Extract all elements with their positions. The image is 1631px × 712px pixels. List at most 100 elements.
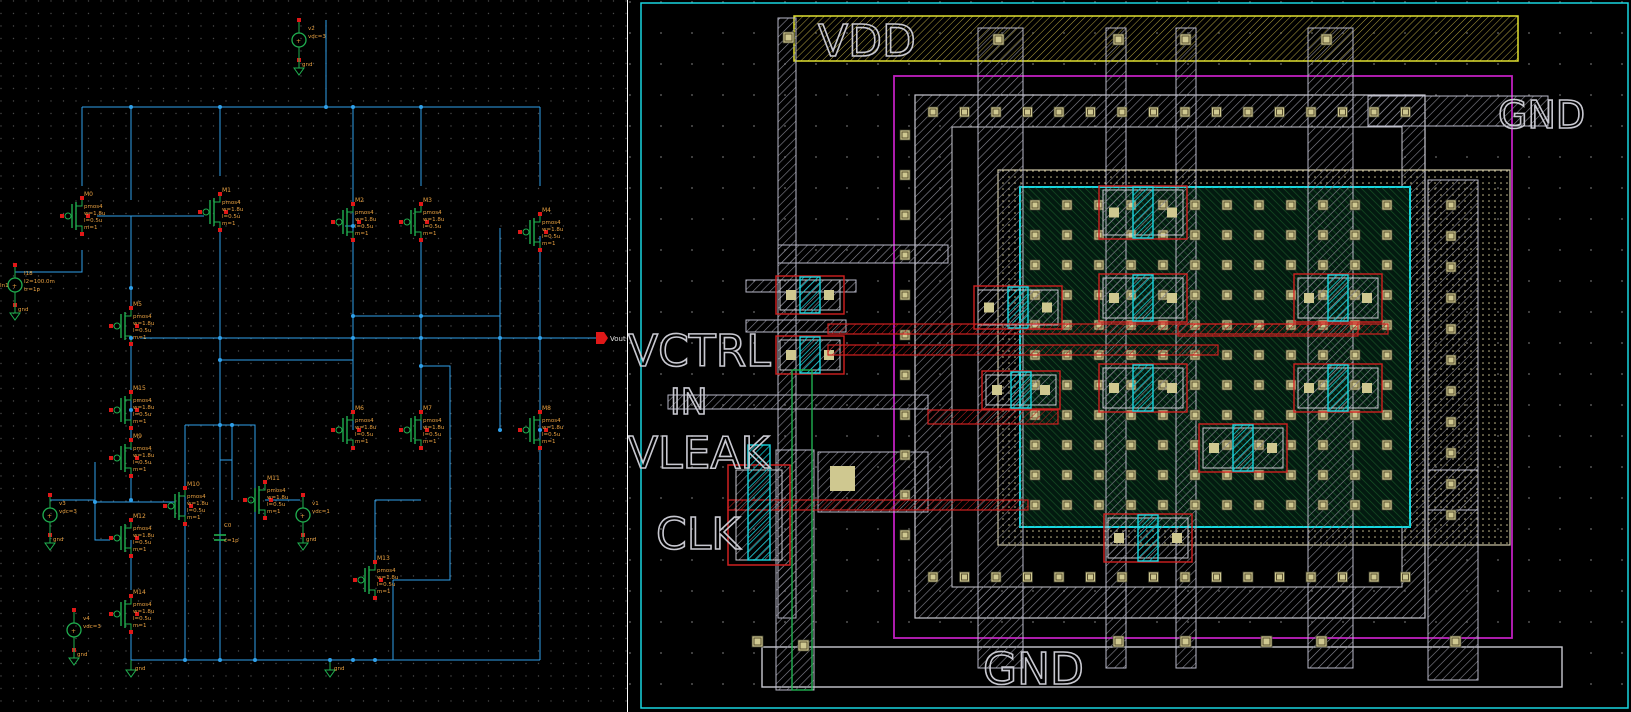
contact: [1349, 259, 1361, 271]
transistor-multiplier: m=1: [423, 231, 436, 237]
transistor-finger[interactable]: [1098, 363, 1188, 413]
junction: [324, 105, 328, 109]
junction: [351, 658, 355, 662]
poly-route[interactable]: [827, 344, 1219, 356]
contact: [1305, 571, 1317, 583]
layout-canvas[interactable]: VDD GND GND VCTRL IN VLEAK CLK: [628, 0, 1631, 712]
contact: [1061, 199, 1073, 211]
transistor-finger[interactable]: [775, 275, 845, 315]
wire[interactable]: [94, 462, 110, 541]
contact: [1221, 409, 1233, 421]
contact: [1445, 230, 1457, 242]
contact: [1242, 106, 1254, 118]
poly-route[interactable]: [1177, 323, 1359, 337]
transistor-model: pmos4: [423, 418, 442, 424]
schematic-devices: M0pmos4w=1.8ul=0.5um=1M1pmos4w=1.8ul=0.5…: [0, 18, 563, 678]
transistor-length: l=0.5u: [133, 616, 151, 622]
svg-text:+: +: [12, 283, 17, 290]
vdd-label: VDD: [818, 16, 916, 67]
poly-route[interactable]: [827, 323, 1389, 335]
transistor-name: M6: [355, 405, 364, 412]
transistor-finger[interactable]: [973, 285, 1063, 330]
wire[interactable]: [232, 424, 256, 490]
transistor-name: M3: [423, 197, 432, 204]
metal-strap[interactable]: [1427, 179, 1479, 681]
contact: [1400, 571, 1411, 583]
transistor-finger[interactable]: [1098, 273, 1188, 323]
schematic-nodes: [93, 105, 542, 662]
transistor-multiplier: m=1: [542, 241, 555, 247]
transistor-model: pmos4: [84, 204, 103, 210]
junction: [183, 658, 187, 662]
source-label: vdc=3: [83, 624, 101, 630]
transistor-finger[interactable]: [1293, 273, 1383, 323]
transistor-finger[interactable]: [1098, 185, 1188, 240]
junction: [129, 105, 133, 109]
poly-route[interactable]: [927, 409, 1059, 425]
metal-strap[interactable]: [1427, 469, 1479, 511]
junction: [129, 408, 133, 412]
contact: [1349, 499, 1361, 511]
transistor-length: l=0.5u: [222, 214, 240, 220]
contact: [1285, 499, 1297, 511]
wire[interactable]: [393, 365, 451, 581]
metal-strap[interactable]: [777, 244, 949, 264]
contact: [751, 635, 764, 648]
contact: [1285, 259, 1297, 271]
transistor-finger[interactable]: [1198, 423, 1288, 473]
transistor-finger[interactable]: [1103, 513, 1193, 563]
metal-strap[interactable]: [667, 394, 929, 410]
metal2-route[interactable]: [791, 369, 813, 691]
contact: [1157, 469, 1169, 481]
transistor-width: w=1.8u: [133, 321, 154, 327]
capacitor[interactable]: C0c=1p: [214, 523, 239, 544]
contact: [1029, 499, 1041, 511]
layout-panel[interactable]: VDD GND GND VCTRL IN VLEAK CLK: [628, 0, 1631, 712]
transistor-finger[interactable]: [981, 370, 1061, 410]
output-pin[interactable]: Vout: [596, 332, 626, 344]
wire[interactable]: [15, 250, 83, 273]
transistor-width: w=1.8u: [423, 425, 444, 431]
transistor-multiplier: m=1: [133, 335, 146, 341]
transistor-model: pmos4: [542, 418, 561, 424]
transistor-finger[interactable]: [1293, 363, 1383, 413]
transistor-width: w=1.8u: [542, 227, 563, 233]
schematic-canvas[interactable]: M0pmos4w=1.8ul=0.5um=1M1pmos4w=1.8ul=0.5…: [0, 0, 627, 712]
transistor-length: l=0.5u: [133, 460, 151, 466]
metal-strap[interactable]: [1367, 95, 1549, 127]
metal-strap[interactable]: [1307, 27, 1354, 669]
contact: [1189, 379, 1201, 391]
contact: [992, 33, 1005, 46]
clk-device[interactable]: [727, 444, 791, 566]
contact: [1285, 199, 1297, 211]
contact: [1061, 289, 1073, 301]
contact: [1253, 229, 1265, 241]
transistor-length: l=0.5u: [133, 412, 151, 418]
transistor-name: M1: [222, 187, 231, 194]
transistor-model: pmos4: [355, 418, 374, 424]
contact: [1445, 509, 1457, 521]
transistor-multiplier: m=1: [355, 439, 368, 445]
